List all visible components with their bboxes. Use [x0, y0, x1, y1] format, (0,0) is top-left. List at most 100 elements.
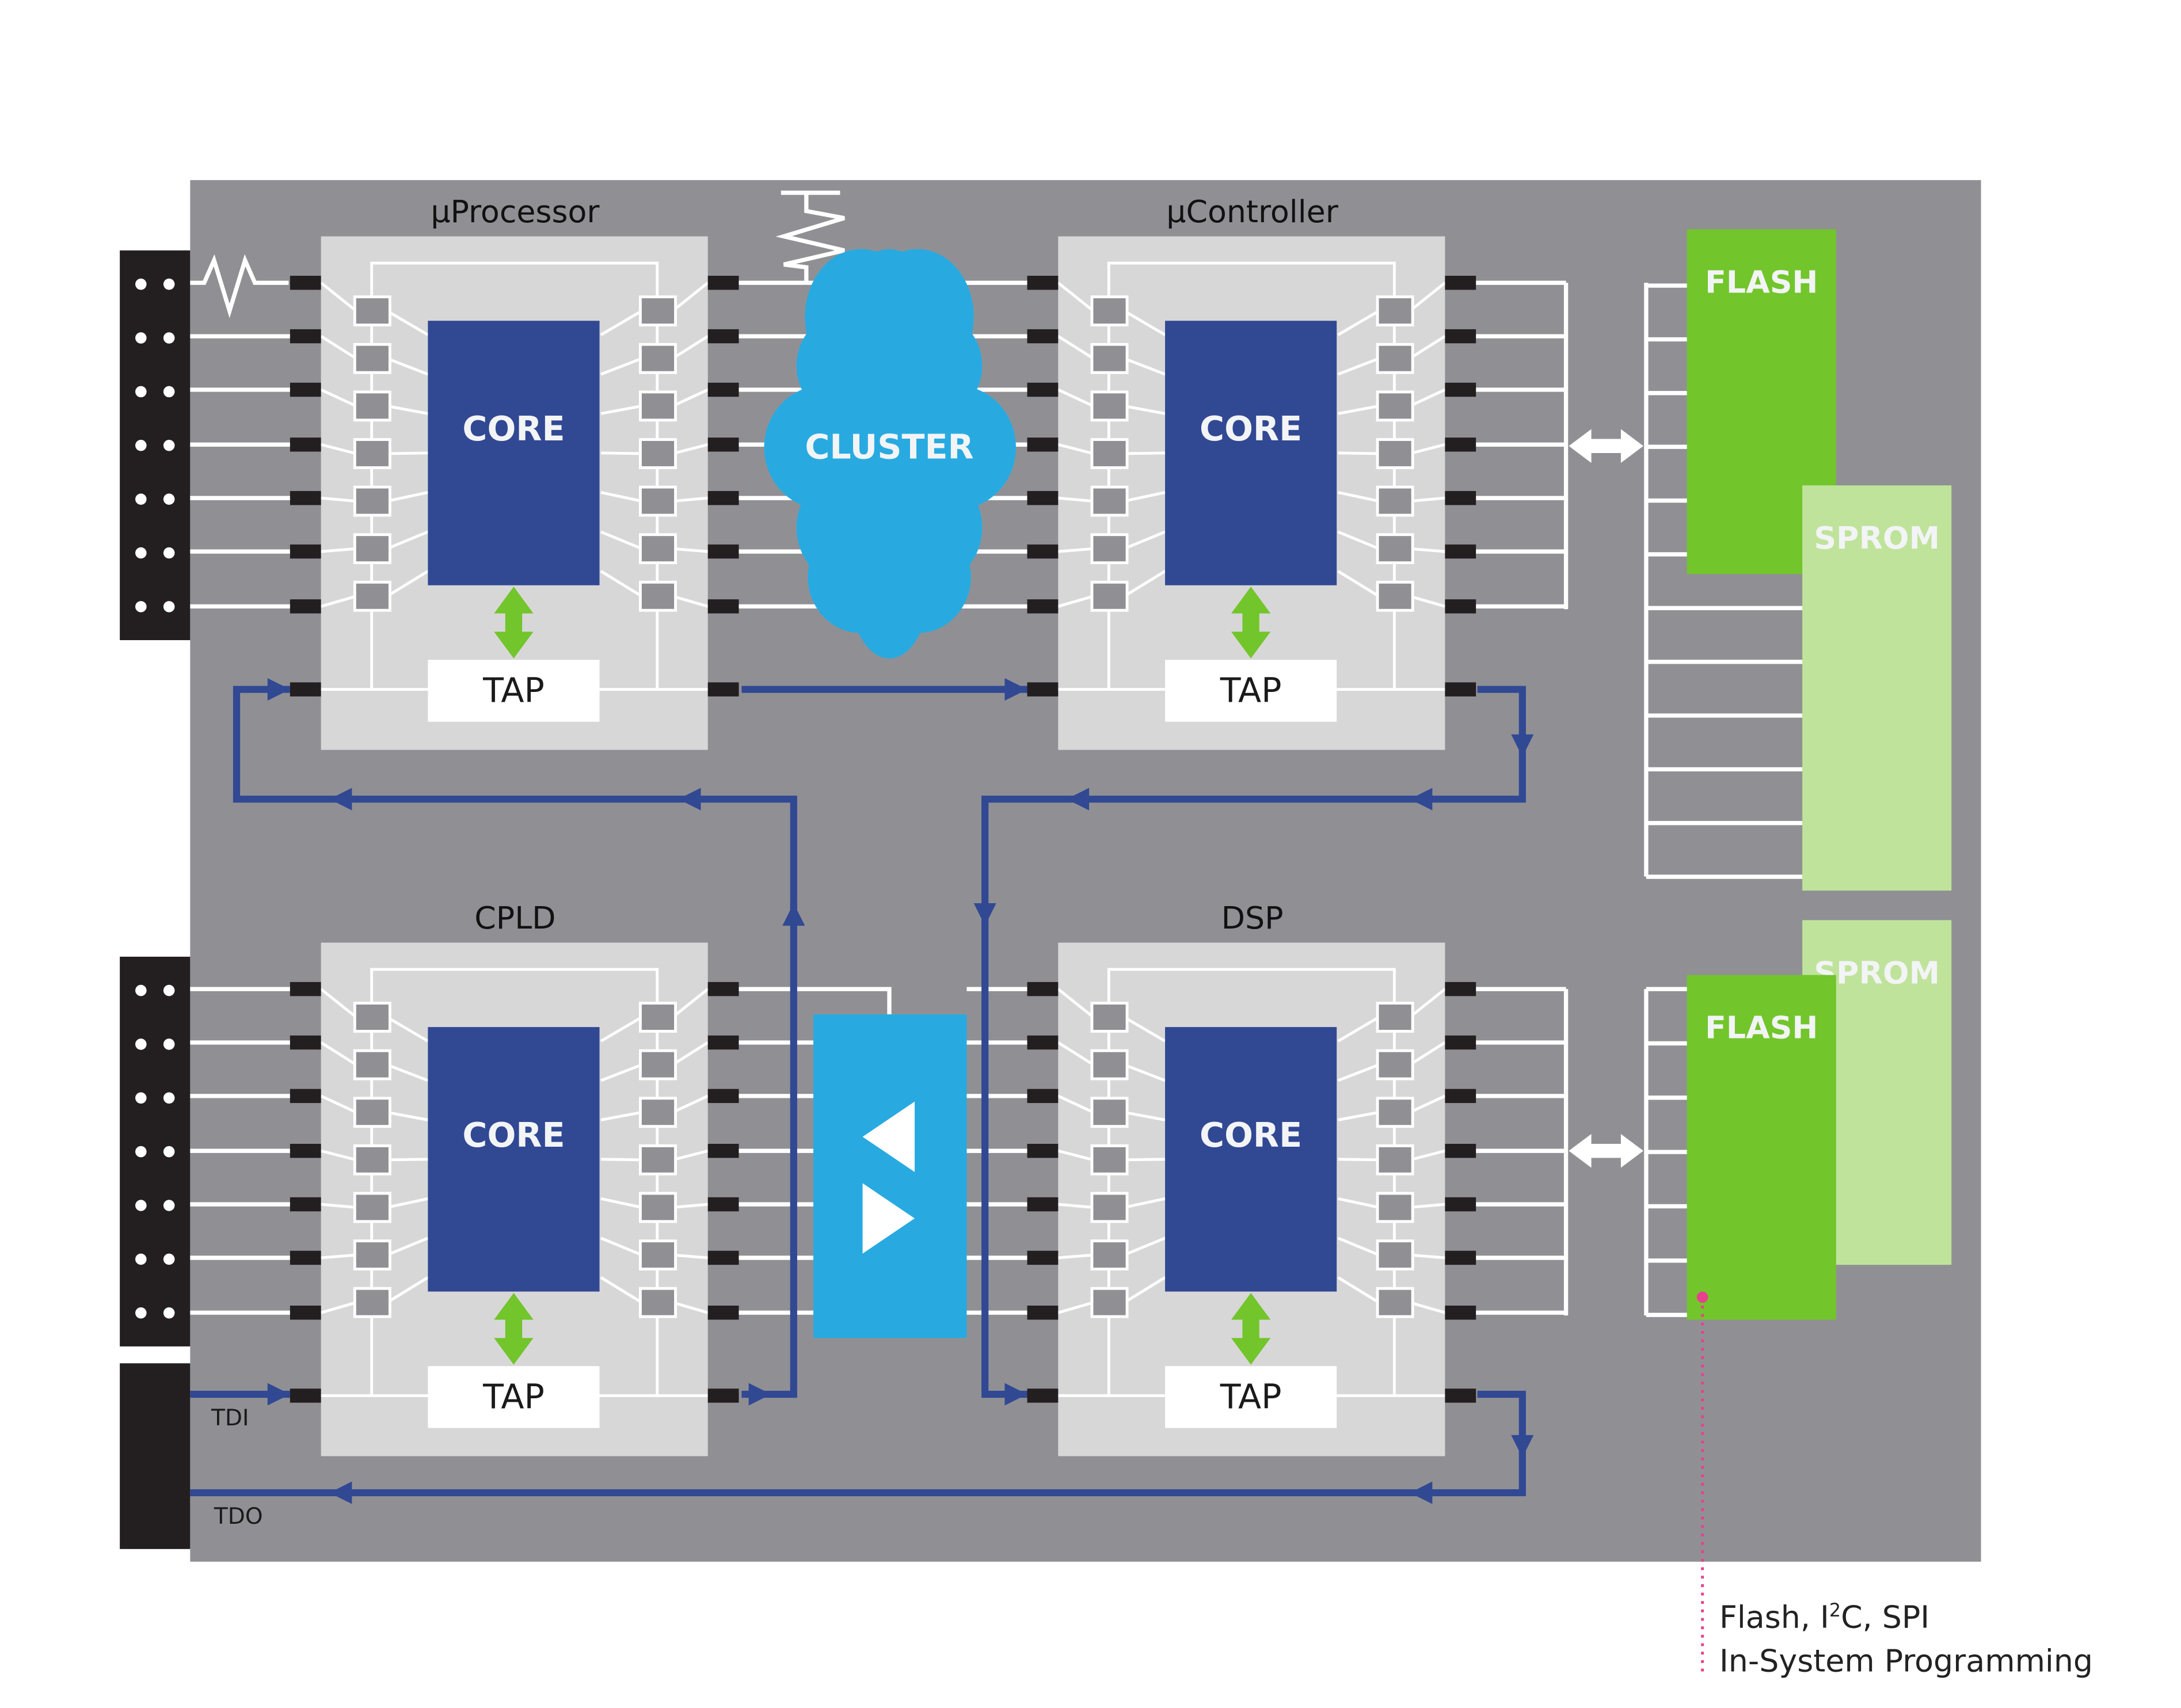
jtag-arrow-icon: [1066, 788, 1090, 811]
fan-trace: [1409, 1301, 1446, 1314]
tap-label: TAP: [482, 1377, 545, 1416]
boundary-scan-cell: [1090, 1049, 1129, 1081]
boundary-scan-cell: [1376, 390, 1414, 422]
chip-pin: [707, 1306, 739, 1320]
signal-trace: [707, 987, 892, 1015]
boundary-scan-cell: [638, 438, 677, 469]
boundary-scan-cell: [1090, 580, 1129, 612]
fan-trace: [1057, 1149, 1094, 1162]
tap-label: TAP: [1220, 671, 1282, 710]
header-pin: [163, 278, 175, 290]
core-block[interactable]: [1165, 321, 1337, 585]
fan-trace: [320, 595, 357, 608]
fan-trace: [386, 1197, 428, 1209]
fan-trace: [1124, 357, 1166, 376]
tap-controller[interactable]: [1165, 1366, 1337, 1428]
chip-pin: [707, 1250, 739, 1265]
boundary-scan-cell: [353, 438, 391, 469]
chip-pin: [1445, 982, 1476, 996]
fan-trace: [386, 1237, 429, 1257]
jtag-arrow-icon: [1511, 1435, 1534, 1458]
boundary-scan-cell: [638, 1049, 677, 1081]
lower-flash-chip[interactable]: [1687, 975, 1836, 1320]
tap-controller[interactable]: [428, 660, 600, 722]
jtag-arrow-icon: [1511, 734, 1534, 757]
bus-transceiver[interactable]: [813, 1014, 967, 1338]
fan-trace: [1123, 1015, 1166, 1043]
upper-sprom-chip[interactable]: [1802, 485, 1952, 891]
boundary-scan-cell: [1376, 343, 1414, 374]
chip-pin: [1445, 490, 1476, 505]
chip-pin: [707, 982, 739, 996]
fan-trace: [1337, 1063, 1380, 1082]
boundary-scan-cell: [1376, 580, 1414, 612]
cluster-cloud[interactable]: CLUSTER: [764, 249, 1016, 659]
fan-trace: [387, 1110, 428, 1121]
header-pin: [163, 1039, 175, 1050]
chip-pin: [290, 1306, 321, 1320]
boundary-scan-cell: [638, 1097, 677, 1128]
fan-trace: [1057, 1301, 1094, 1314]
fan-trace: [600, 1237, 642, 1257]
boundary-scan-cell: [353, 1287, 391, 1318]
chip-pin: [290, 329, 321, 344]
lower-bus-bidirectional-arrow-icon: [1569, 1133, 1643, 1168]
fan-trace: [1410, 496, 1445, 503]
header-pin: [135, 332, 147, 344]
fan-trace: [600, 310, 643, 336]
tap-controller[interactable]: [1165, 660, 1337, 722]
chip-pin: [707, 276, 739, 290]
fan-trace: [1338, 1197, 1380, 1209]
fan-trace: [1124, 1197, 1166, 1209]
header-pin: [163, 493, 175, 505]
fan-trace: [672, 988, 709, 1018]
fan-trace: [1338, 1110, 1379, 1121]
left-triangle-icon: [862, 1101, 915, 1172]
fan-trace: [1057, 988, 1094, 1018]
fan-trace: [386, 1063, 429, 1082]
isp-annotation: Flash, I2C, SPI In-System Programming: [1696, 1291, 2093, 1679]
chip-title: CPLD: [474, 900, 555, 936]
fan-trace: [672, 1041, 709, 1066]
fan-trace: [1057, 443, 1094, 455]
boundary-scan-cell: [638, 390, 677, 422]
fan-trace: [1058, 1203, 1094, 1209]
chip-pin: [1027, 490, 1059, 505]
fan-trace: [1410, 1203, 1445, 1209]
fan-trace: [386, 310, 429, 336]
fan-trace: [1057, 1094, 1094, 1114]
fan-trace: [321, 547, 356, 553]
header-pin: [163, 1146, 175, 1158]
header-pin: [135, 1200, 147, 1211]
boundary-scan-cell: [638, 343, 677, 374]
header-pin: [163, 1200, 175, 1211]
fan-trace: [386, 357, 429, 376]
core-block[interactable]: [1165, 1027, 1337, 1292]
boundary-scan-cell: [1376, 295, 1414, 327]
tap-label: TAP: [1220, 1377, 1282, 1416]
tdo-pin: [707, 682, 739, 697]
chip-pin: [1027, 1197, 1059, 1212]
header-pin: [135, 984, 147, 996]
pulldown-resistor-icon: [775, 191, 845, 283]
chip-pin: [1027, 438, 1059, 452]
core-block[interactable]: [428, 1027, 600, 1292]
jtag-connector[interactable]: [120, 1363, 191, 1549]
fan-trace: [320, 335, 357, 360]
core-block[interactable]: [428, 321, 600, 585]
header-pin: [163, 439, 175, 451]
header-pin: [163, 984, 175, 996]
fan-trace: [321, 496, 356, 503]
fan-trace: [672, 335, 709, 360]
chip-pin: [1445, 1089, 1476, 1104]
tap-controller[interactable]: [428, 1366, 600, 1428]
fan-trace: [1124, 530, 1166, 550]
boundary-scan-cell: [1090, 485, 1129, 517]
fan-trace: [321, 1149, 357, 1162]
fan-trace: [672, 1149, 709, 1162]
